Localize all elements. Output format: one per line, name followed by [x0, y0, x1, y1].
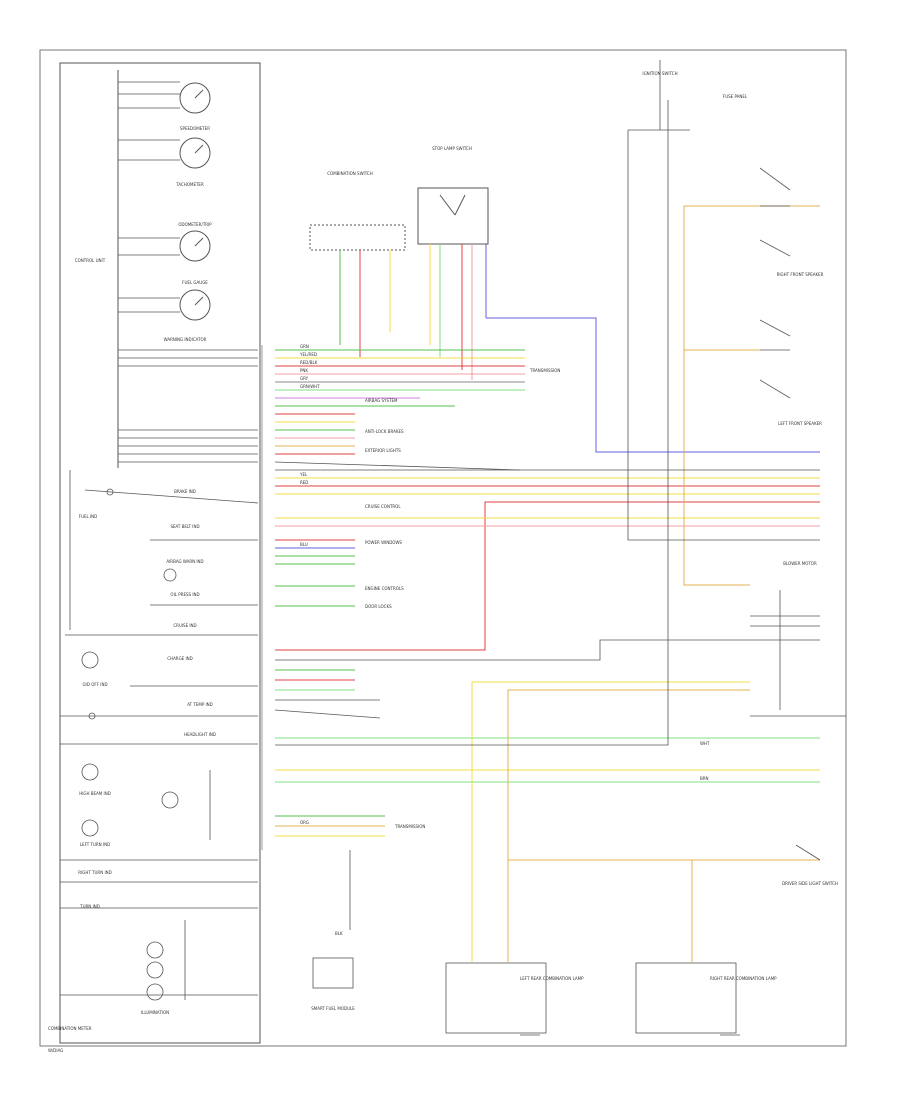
fuse-panel-label: FUSE PANEL	[723, 94, 748, 99]
indicator-label: CHARGE IND	[167, 656, 192, 661]
gauge-1-icon	[179, 82, 211, 114]
wire-label: RED	[300, 480, 308, 485]
diagram-border	[39, 49, 847, 1047]
stop-switch-label: STOP LAMP SWITCH	[432, 146, 472, 151]
control-unit-label: CONTROL UNIT	[75, 258, 106, 263]
wire-label: RED/BLK	[300, 360, 318, 365]
transmission-2-label: TRANSMISSION	[394, 824, 425, 829]
indicator-label: TURN IND	[79, 904, 100, 909]
cruise-label: CRUISE CONTROL	[365, 504, 401, 509]
indicator-label: O/D OFF IND	[82, 682, 107, 687]
footer-label: W/DIAG	[48, 1048, 63, 1053]
ignition-label: IGNITION SWITCH	[642, 71, 677, 76]
transmission-label: TRANSMISSION	[529, 368, 560, 373]
wire-label: GRN	[300, 344, 309, 349]
airbag-label: AIRBAG SYSTEM	[365, 398, 398, 403]
tachometer-label: TACHOMETER	[175, 182, 204, 187]
speedometer-gauge-icon	[179, 137, 211, 169]
indicator-label: HIGH BEAM IND	[79, 791, 111, 796]
anti-lock-label: ANTI-LOCK BRAKES	[365, 429, 404, 434]
indicator-label: OIL PRESS IND	[170, 592, 199, 597]
wire-label: YEL	[299, 472, 308, 477]
driver-door-switch-label: DRIVER SIDE LIGHT SWITCH	[782, 881, 838, 886]
right-rear-combination-label: RIGHT REAR COMBINATION LAMP	[710, 976, 777, 981]
right-switches	[759, 167, 821, 861]
tachometer-gauge-icon	[179, 230, 211, 262]
instrument-cluster: SPEEDOMETER TACHOMETER ODOMETER/TRIP FUE…	[48, 62, 261, 1044]
engine-controls-label: ENGINE CONTROLS	[365, 586, 404, 591]
indicator-label: HEADLIGHT IND	[184, 732, 216, 737]
wire-label: PNK	[300, 368, 308, 373]
fuel-gauge-icon	[179, 289, 211, 321]
wire-label: BLK	[335, 931, 343, 936]
illumination-label: ILLUMINATION	[141, 1010, 169, 1015]
wire-label: WHT	[700, 741, 710, 746]
warning-indicator-label: WARNING INDICATOR	[164, 337, 207, 342]
combination-meter-label: COMBINATION METER	[48, 1026, 92, 1031]
indicator-label: RIGHT TURN IND	[78, 870, 111, 875]
wire-label: ORG	[300, 820, 309, 825]
wire-label: GRN/WHT	[300, 384, 320, 389]
wire-label: BRN	[700, 776, 709, 781]
wire-label: GRY	[300, 376, 309, 381]
indicator-label: AIRBAG WARN IND	[166, 559, 203, 564]
combination-switch: COMBINATION SWITCH STOP LAMP SWITCH	[309, 146, 489, 251]
cigarette-lighter-label: SMART FUEL MODULE	[311, 1006, 355, 1011]
odometer-label: ODOMETER/TRIP	[178, 222, 212, 227]
fuel-gauge-label: FUEL GAUGE	[182, 280, 208, 285]
power-windows-label: POWER WINDOWS	[365, 540, 402, 545]
indicator-label: AT TEMP IND	[187, 702, 213, 707]
indicator-label: FUEL IND	[79, 514, 98, 519]
wire-label: YEL/RED	[299, 352, 317, 357]
left-rear-combination-label: LEFT REAR COMBINATION LAMP	[520, 976, 584, 981]
indicator-label: SEAT BELT IND	[170, 524, 199, 529]
speedometer-label: SPEEDOMETER	[180, 126, 210, 131]
cluster-outline	[59, 62, 261, 1044]
black-wires	[274, 60, 846, 1036]
combination-switch-label: COMBINATION SWITCH	[327, 171, 372, 176]
wire-label: BLU	[300, 542, 308, 547]
indicator-label: CRUISE IND	[173, 623, 196, 628]
exterior-lights-label: EXTERIOR LIGHTS	[365, 448, 401, 453]
blower-label: BLOWER MOTOR	[783, 561, 817, 566]
front-right-speaker-label: RIGHT FRONT SPEAKER	[777, 272, 824, 277]
front-left-speaker-label: LEFT FRONT SPEAKER	[778, 421, 822, 426]
indicator-label: BRAKE IND	[174, 489, 196, 494]
door-locks-label: DOOR LOCKS	[365, 604, 392, 609]
indicator-label: LEFT TURN IND	[80, 842, 110, 847]
colored-wires	[275, 205, 820, 962]
